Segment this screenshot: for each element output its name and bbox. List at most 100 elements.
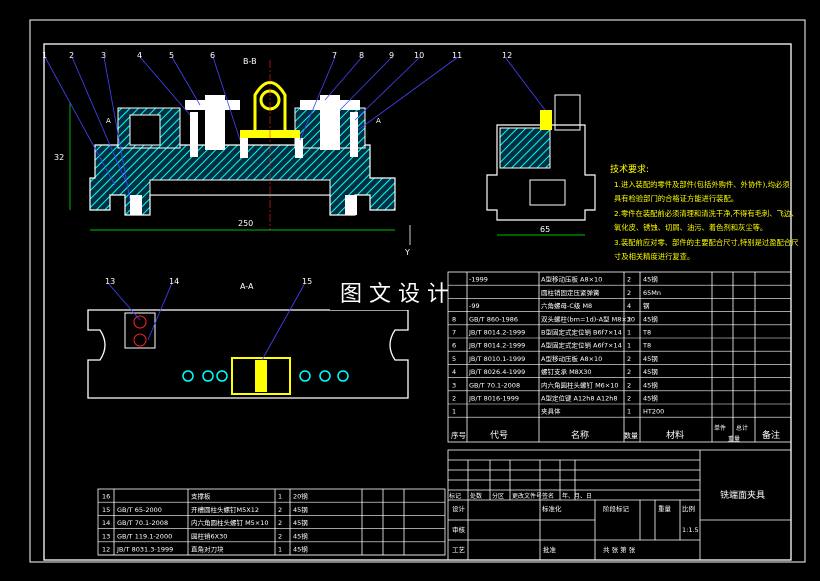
bom-cell-no: 5 bbox=[452, 355, 456, 363]
bom-cell-no: 4 bbox=[452, 368, 456, 376]
hdr-qty: 数量 bbox=[624, 431, 638, 440]
section-mark-a-right: A bbox=[376, 117, 381, 125]
tb-drawing-title: 铣端面夹具 bbox=[720, 489, 765, 501]
locating-pin-a bbox=[240, 138, 248, 158]
lbom-cell-no: 14 bbox=[102, 519, 110, 527]
bom-cell-code: JB/T 8010.1-1999 bbox=[468, 355, 525, 363]
support-plate-core bbox=[255, 360, 267, 392]
title-block bbox=[447, 449, 792, 561]
bom-cell-qty: 2 bbox=[627, 368, 631, 376]
lbom-cell-code: GB/T 119.1-2000 bbox=[117, 532, 172, 540]
body-cavity bbox=[149, 179, 331, 196]
lbom-cell-code: GB/T 65-2000 bbox=[117, 506, 162, 514]
lbom-cell-qty: 2 bbox=[278, 519, 282, 527]
balloon-leaders-top bbox=[44, 56, 459, 201]
watermark-bg bbox=[330, 272, 498, 310]
bom-header: 序号 代号 名称 数量 材料 单件 总计 重量 备注 bbox=[451, 424, 780, 443]
bom-cell-name: A型移动压板 A8×10 bbox=[541, 354, 602, 363]
balloon-14: 14 bbox=[169, 277, 179, 286]
balloon-11: 11 bbox=[452, 51, 462, 60]
balloon-12: 12 bbox=[502, 51, 512, 60]
lbom-cell-no: 13 bbox=[102, 532, 110, 540]
hdr-material: 材料 bbox=[666, 429, 684, 441]
balloon-15: 15 bbox=[302, 277, 312, 286]
pin-hole-2 bbox=[133, 333, 147, 347]
bom-cell-code: JB/T 8016-1999 bbox=[468, 395, 519, 403]
tb-date: 年、月、日 bbox=[562, 492, 592, 500]
bom-cell-no: 6 bbox=[452, 342, 456, 350]
lbom-cell-name: 内六角圆柱头螺钉 M5×10 bbox=[191, 518, 269, 527]
bom-cell-name: 六角螺母-C级 M8 bbox=[541, 301, 592, 310]
section-mark-a-left: A bbox=[106, 117, 111, 125]
bom-cell-name: 内六角圆柱头螺钉 M6×10 bbox=[541, 380, 619, 389]
bom-cell-no: 2 bbox=[452, 395, 456, 403]
bom-cell-qty: 1 bbox=[627, 342, 631, 350]
balloon-4: 4 bbox=[137, 51, 142, 60]
tb-scale: 比例 bbox=[682, 504, 695, 513]
bom-cell-qty: 2 bbox=[627, 289, 631, 297]
balloon-labels-top: 1 2 3 4 5 6 7 8 9 10 11 12 bbox=[42, 51, 512, 60]
bom-cell-no: 1 bbox=[452, 408, 456, 416]
stud-left bbox=[205, 95, 225, 150]
tb-sign: 签名 bbox=[542, 492, 554, 500]
bom-cell-code: -1999 bbox=[469, 276, 488, 284]
hdr-no: 序号 bbox=[451, 430, 466, 440]
bom-cell-qty: 2 bbox=[627, 315, 631, 323]
watermark: 图 文 设 计 bbox=[340, 282, 449, 307]
bolt-holes-row bbox=[182, 370, 349, 382]
bom-cell-material: 45钢 bbox=[643, 368, 658, 376]
balloon-leader-14 bbox=[147, 282, 173, 341]
bom-cell-material: 45钢 bbox=[643, 381, 658, 389]
lbom-cell-qty: 1 bbox=[278, 493, 282, 501]
bom-cell-name: 螺钉支承 M8X30 bbox=[541, 367, 592, 376]
stud-right bbox=[320, 95, 340, 150]
knife-block bbox=[124, 312, 156, 349]
bom-cell-code: JB/T 8014.2-1999 bbox=[468, 342, 525, 350]
balloon-7: 7 bbox=[332, 51, 337, 60]
side-view: 65 bbox=[486, 56, 596, 236]
side-body-outline bbox=[486, 124, 596, 221]
lbom-cell-material: 20钢 bbox=[293, 493, 308, 501]
bom-cell-material: 45钢 bbox=[643, 355, 658, 363]
lbom-cell-name: 圆柱销6X30 bbox=[191, 531, 227, 540]
tech-line-1: 1.进入装配的零件及部件(包括外购件、外协件),均必须 bbox=[614, 180, 790, 189]
bom-cell-code: GB/T 860-1986 bbox=[469, 315, 518, 323]
balloon-leader-13 bbox=[107, 282, 141, 321]
bom-cell-material: 45钢 bbox=[643, 315, 658, 323]
locating-pin-b bbox=[295, 138, 303, 158]
title-block-text: 标记 处数 分区 更改文件号 签名 年、月、日 设计 标准化 阶段标记 重量 比… bbox=[449, 489, 765, 554]
bom-cell-material: 65Mn bbox=[643, 289, 661, 297]
side-workpiece bbox=[540, 110, 552, 130]
workpiece-yoke bbox=[253, 81, 287, 137]
tech-title: 技术要求: bbox=[610, 163, 649, 175]
tech-line-4: 氧化皮、锈蚀、切屑、油污、着色剂和灰尘等。 bbox=[614, 223, 767, 232]
support-screw-left bbox=[190, 112, 198, 157]
side-slot bbox=[529, 179, 566, 206]
tb-zone: 分区 bbox=[492, 492, 504, 500]
lbom-cell-material: 45钢 bbox=[293, 519, 308, 527]
lbom-cell-name: 支撑板 bbox=[191, 492, 211, 501]
lbom-cell-qty: 1 bbox=[278, 546, 282, 554]
bom-cell-code: JB/T 8014.2-1999 bbox=[468, 329, 525, 337]
tb-mark: 标记 bbox=[449, 492, 461, 500]
hdr-total: 总计 bbox=[736, 424, 748, 432]
side-clamp bbox=[554, 94, 581, 131]
bom-cell-material: T8 bbox=[642, 329, 651, 337]
lbom-cell-qty: 2 bbox=[278, 506, 282, 514]
dim-length: 250 bbox=[238, 219, 253, 228]
bom-cell-qty: 1 bbox=[627, 408, 631, 416]
bom-cell-name: B型固定式定位销 B6f7×14 bbox=[541, 328, 622, 337]
bom-cell-code: GB/T 70.1-2008 bbox=[469, 381, 520, 389]
balloon-leader-12 bbox=[504, 56, 546, 111]
lbom-cell-no: 15 bbox=[102, 506, 110, 514]
lbom-cell-material: 45钢 bbox=[293, 506, 308, 514]
dim-height: 32 bbox=[54, 153, 64, 162]
tb-weight: 重量 bbox=[658, 505, 672, 513]
tech-requirements: 技术要求: 1.进入装配的零件及部件(包括外购件、外协件),均必须 具有检验部门… bbox=[610, 163, 798, 261]
tech-line-3: 2.零件在装配前必须清理和清洗干净,不得有毛刺、飞边、 bbox=[614, 209, 798, 218]
tb-approve: 批准 bbox=[543, 545, 557, 554]
bom-cell-material: T8 bbox=[642, 342, 651, 350]
pin-hole-1 bbox=[133, 315, 147, 329]
hdr-code: 代号 bbox=[490, 430, 508, 441]
tb-review: 审核 bbox=[452, 525, 466, 534]
